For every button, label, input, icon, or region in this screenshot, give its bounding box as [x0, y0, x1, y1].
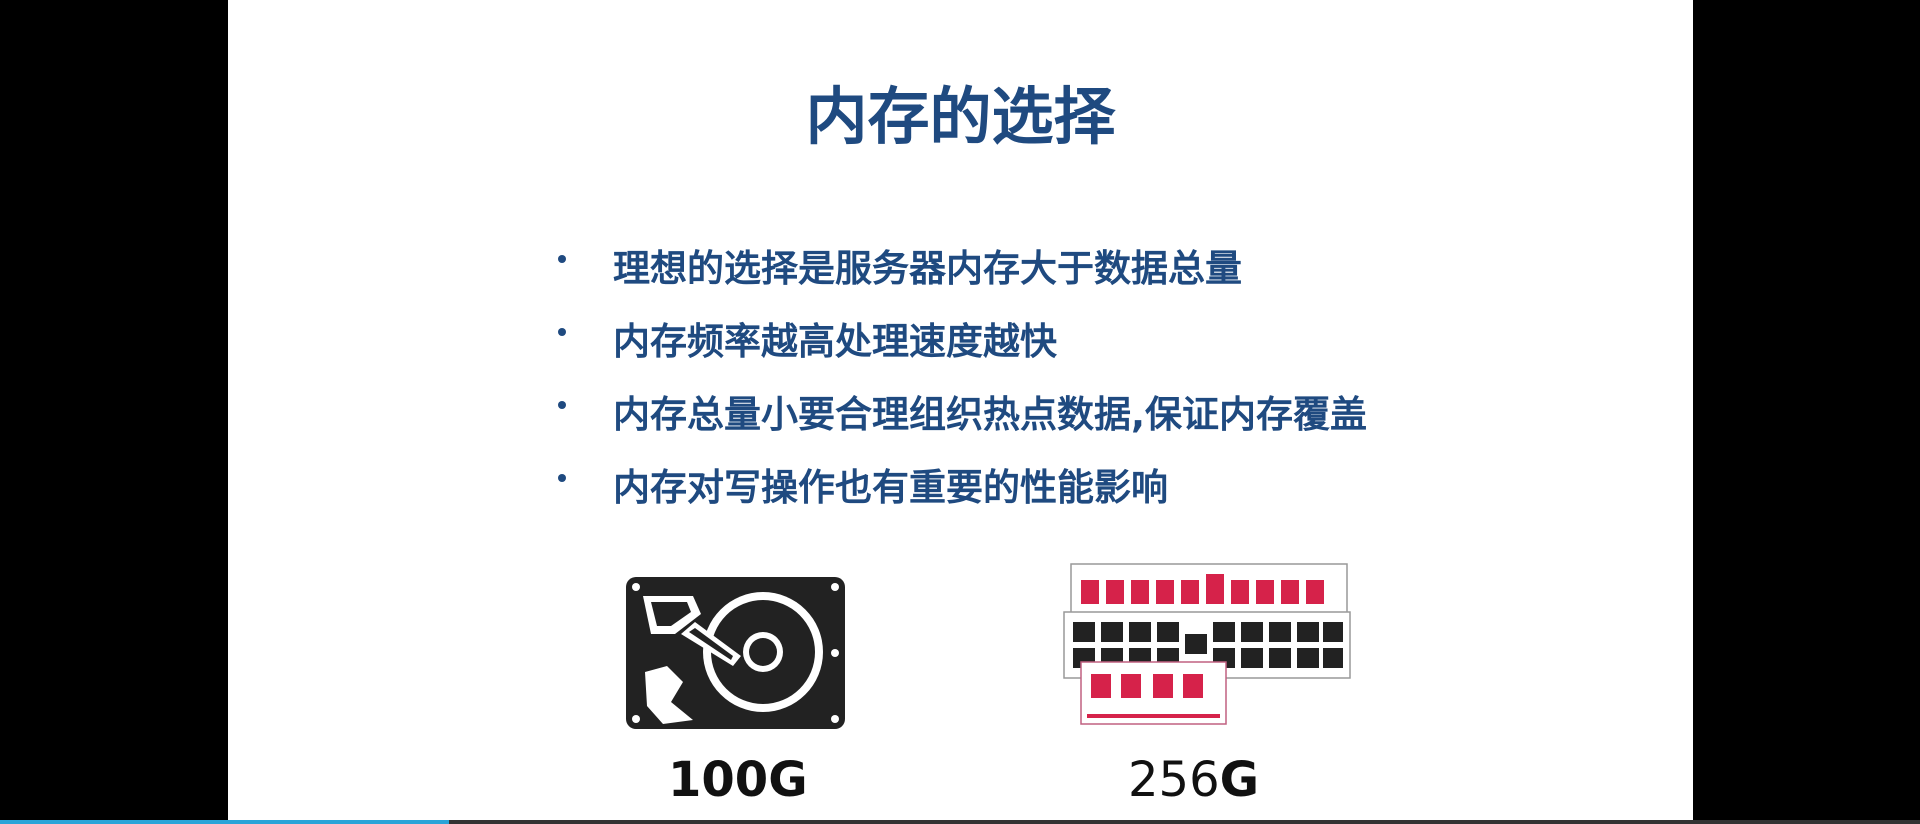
disk-capacity-label: 100G [668, 752, 808, 808]
bullet-text: 内存频率越高处理速度越快 [613, 319, 1057, 363]
bullet-item: 内存对写操作也有重要的性能影响 [558, 447, 1367, 520]
video-progress-bar[interactable] [0, 820, 1920, 824]
video-progress-fill [0, 820, 450, 824]
memory-module-icon [1063, 563, 1351, 725]
bullet-list: 理想的选择是服务器内存大于数据总量 内存频率越高处理速度越快 内存总量小要合理组… [558, 228, 1367, 520]
bullet-dot-icon [558, 401, 566, 409]
presentation-slide: bilibili 内存的选择 理想的选择是服务器内存大于数据总量 内存频率越高处… [228, 0, 1693, 824]
hard-disk-icon [626, 577, 845, 729]
letterbox-left [0, 0, 228, 824]
bullet-item: 理想的选择是服务器内存大于数据总量 [558, 228, 1367, 301]
slide-title: 内存的选择 [805, 80, 1116, 153]
bullet-dot-icon [558, 255, 566, 263]
bullet-text: 内存对写操作也有重要的性能影响 [613, 465, 1168, 509]
letterbox-right [1693, 0, 1920, 824]
bullet-item: 内存总量小要合理组织热点数据,保证内存覆盖 [558, 374, 1367, 447]
bullet-text: 内存总量小要合理组织热点数据,保证内存覆盖 [613, 392, 1368, 436]
ram-capacity-unit: G [1219, 752, 1260, 808]
bullet-dot-icon [558, 328, 566, 336]
bullet-item: 内存频率越高处理速度越快 [558, 301, 1367, 374]
ram-capacity-number: 256 [1128, 752, 1220, 808]
ram-capacity-label: 256G [1128, 752, 1259, 808]
bullet-text: 理想的选择是服务器内存大于数据总量 [613, 246, 1242, 290]
bullet-dot-icon [558, 474, 566, 482]
